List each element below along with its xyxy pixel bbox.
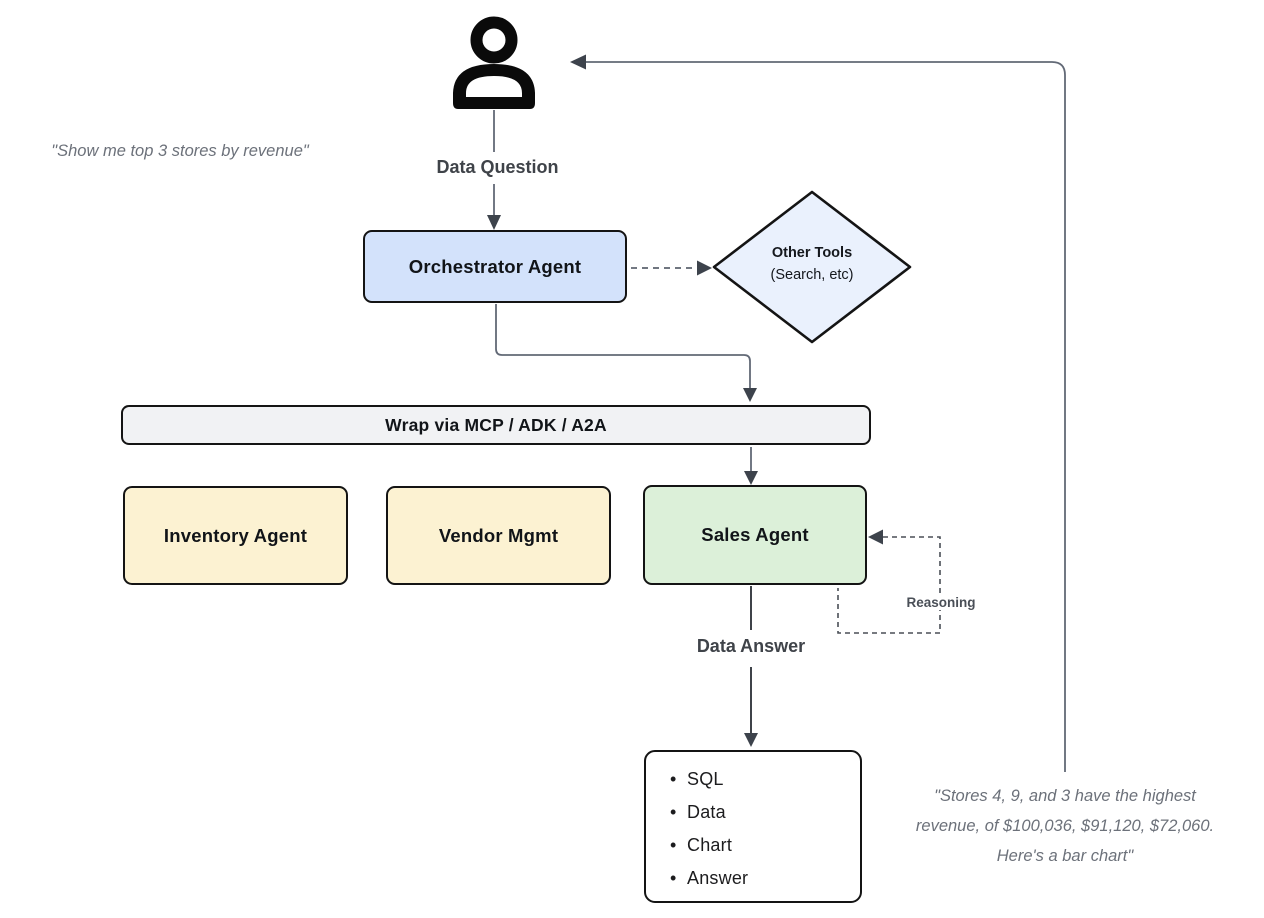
user-request-quote: "Show me top 3 stores by revenue" — [51, 142, 309, 160]
vendor-mgmt-label: Vendor Mgmt — [438, 524, 559, 546]
edge-data-answer — [744, 586, 758, 747]
output-item-label: Data — [687, 802, 726, 822]
inventory-agent-label: Inventory Agent — [163, 524, 308, 546]
list-item: Answer — [670, 862, 748, 895]
agent-response-line: Here's a bar chart" — [996, 847, 1134, 865]
output-item-label: Chart — [687, 835, 733, 855]
list-item: Data — [670, 796, 748, 829]
orchestrator-agent-label: Orchestrator Agent — [408, 255, 582, 277]
edge-wrap-sales — [744, 447, 758, 485]
list-item: SQL — [670, 763, 748, 796]
edge-orchestrator-other-tools — [631, 260, 712, 276]
data-question-label: Data Question — [400, 157, 595, 178]
vendor-mgmt-node: Vendor Mgmt — [386, 486, 611, 585]
sales-agent-node: Sales Agent — [643, 485, 867, 585]
agent-response-quote: "Stores 4, 9, and 3 have the highest rev… — [870, 781, 1260, 871]
sales-agent-label: Sales Agent — [701, 524, 809, 545]
output-artifacts-list: SQL Data Chart Answer — [670, 763, 748, 895]
other-tools-subtitle: (Search, etc) — [770, 267, 854, 283]
wrap-bar-label: Wrap via MCP / ADK / A2A — [385, 414, 607, 435]
data-answer-label: Data Answer — [675, 636, 827, 657]
output-item-label: SQL — [687, 769, 724, 789]
edge-orchestrator-wrap — [495, 304, 757, 402]
list-item: Chart — [670, 829, 748, 862]
reasoning-label: Reasoning — [893, 595, 989, 610]
agent-response-line: revenue, of $100,036, $91,120, $72,060. — [915, 817, 1215, 835]
person-icon — [453, 16, 535, 109]
output-item-label: Answer — [687, 868, 749, 888]
orchestrator-agent-node: Orchestrator Agent — [363, 230, 627, 303]
inventory-agent-node: Inventory Agent — [123, 486, 348, 585]
wrap-mcp-adk-a2a-bar: Wrap via MCP / ADK / A2A — [121, 405, 871, 445]
agent-response-line: "Stores 4, 9, and 3 have the highest — [934, 787, 1196, 805]
output-artifacts-node: SQL Data Chart Answer — [644, 750, 862, 903]
other-tools-title: Other Tools — [771, 245, 853, 261]
